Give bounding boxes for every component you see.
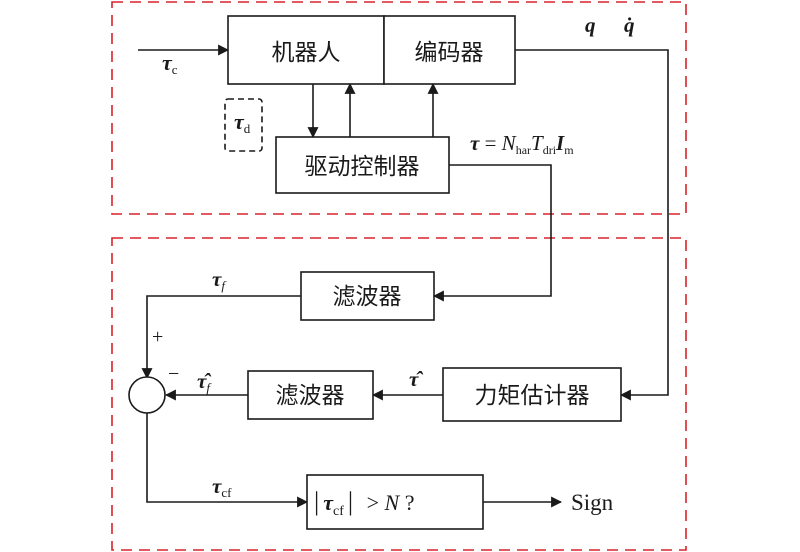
filter-top-block: 滤波器 [300,271,435,321]
sign-output-label: Sign [571,490,614,515]
controller-to-filter-wire [432,164,552,302]
filter-bottom-block-label: 滤波器 [276,383,345,409]
robot-block-label: 机器人 [272,40,341,66]
drive-controller-block: 驱动控制器 [275,136,450,194]
tau-c-label: τc [162,50,178,77]
drive-controller-block-label: 驱动控制器 [305,154,420,180]
robot-block: 机器人 [227,15,385,85]
disturbance-box [224,98,263,152]
encoder-block-label: 编码器 [415,40,484,66]
plus-sign: + [152,326,163,348]
decision-expression: |τcf| > N ? [314,487,414,519]
torque-estimator-block: 力矩估计器 [442,367,622,422]
tau-cf-label: τcf [212,474,232,500]
minus-sign: − [168,363,179,385]
robot-system-group-frame [111,1,687,215]
tau-d-label: τd [234,109,251,136]
detection-group-frame [111,237,687,551]
filter-to-summer-wire [141,295,301,380]
summing-junction [128,376,166,414]
encoder-block: 编码器 [383,15,516,85]
q-dot-label: q̇ [624,13,635,37]
q-label: q [585,13,596,37]
encoder-to-estimator-wire [515,49,669,401]
tau-f-label: τf [212,267,227,293]
torque-estimator-block-label: 力矩估计器 [475,383,590,409]
filter-top-block-label: 滤波器 [333,284,402,310]
signal-wires [138,44,669,508]
summer-to-decision-wire [146,413,309,508]
filter-bottom-block: 滤波器 [247,370,374,420]
threshold-decision-block: |τcf| > N ? [306,474,484,530]
tau-equation-label: τ = NharTdriIm [470,131,574,157]
tau-hat-f-label: τ̂f [197,369,212,395]
tau-hat-label: τ̂ [409,367,423,391]
